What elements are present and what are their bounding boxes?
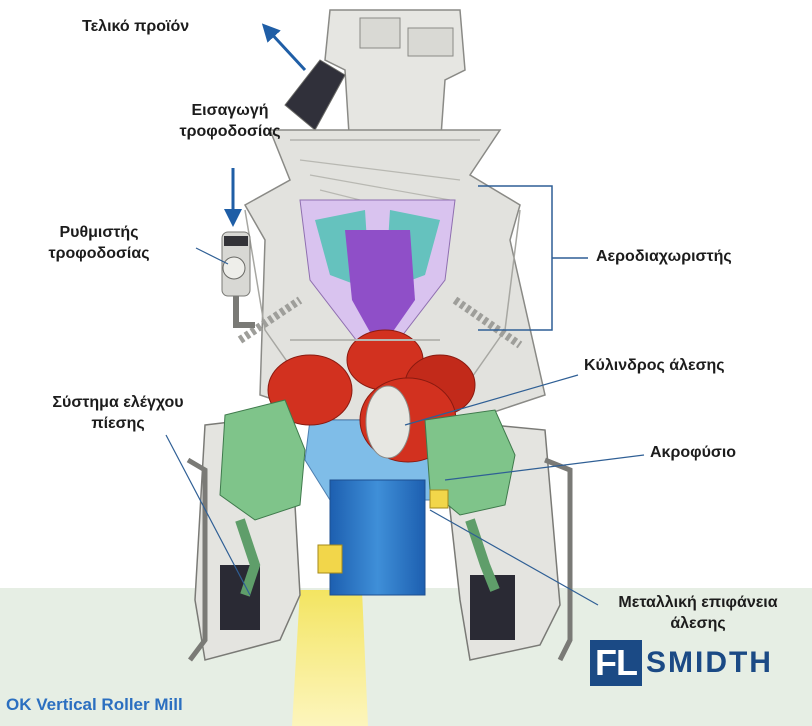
logo-mark: FL <box>590 640 642 686</box>
final-product-arrow <box>268 30 305 70</box>
label-grinding-table-line2: άλεσης <box>588 613 808 634</box>
label-feed-regulator: Ρυθμιστής τροφοδοσίας <box>14 222 184 264</box>
label-grinding-roller: Κύλινδρος άλεσης <box>584 355 725 376</box>
label-pressure-control-line2: πίεσης <box>8 413 228 434</box>
label-nozzle: Ακροφύσιο <box>650 442 736 463</box>
diagram-caption: OK Vertical Roller Mill <box>6 695 183 715</box>
label-feed-regulator-line1: Ρυθμιστής <box>14 222 184 243</box>
label-final-product: Τελικό προϊόν <box>82 16 189 37</box>
label-grinding-table-line1: Μεταλλική επιφάνεια <box>588 592 808 613</box>
flsmidth-logo: FL SMIDTH <box>590 640 773 686</box>
label-air-separator: Αεροδιαχωριστής <box>596 246 732 267</box>
label-pressure-control: Σύστημα ελέγχου πίεσης <box>8 392 228 434</box>
label-feed-inlet-line1: Εισαγωγή <box>140 100 320 121</box>
label-feed-regulator-line2: τροφοδοσίας <box>14 243 184 264</box>
label-pressure-control-line1: Σύστημα ελέγχου <box>8 392 228 413</box>
label-grinding-table: Μεταλλική επιφάνεια άλεσης <box>588 592 808 634</box>
logo-word: SMIDTH <box>646 646 773 680</box>
label-feed-inlet-line2: τροφοδοσίας <box>140 121 320 142</box>
label-feed-inlet: Εισαγωγή τροφοδοσίας <box>140 100 320 142</box>
hot-air-beam <box>292 590 368 726</box>
feed-regulator <box>222 232 255 325</box>
